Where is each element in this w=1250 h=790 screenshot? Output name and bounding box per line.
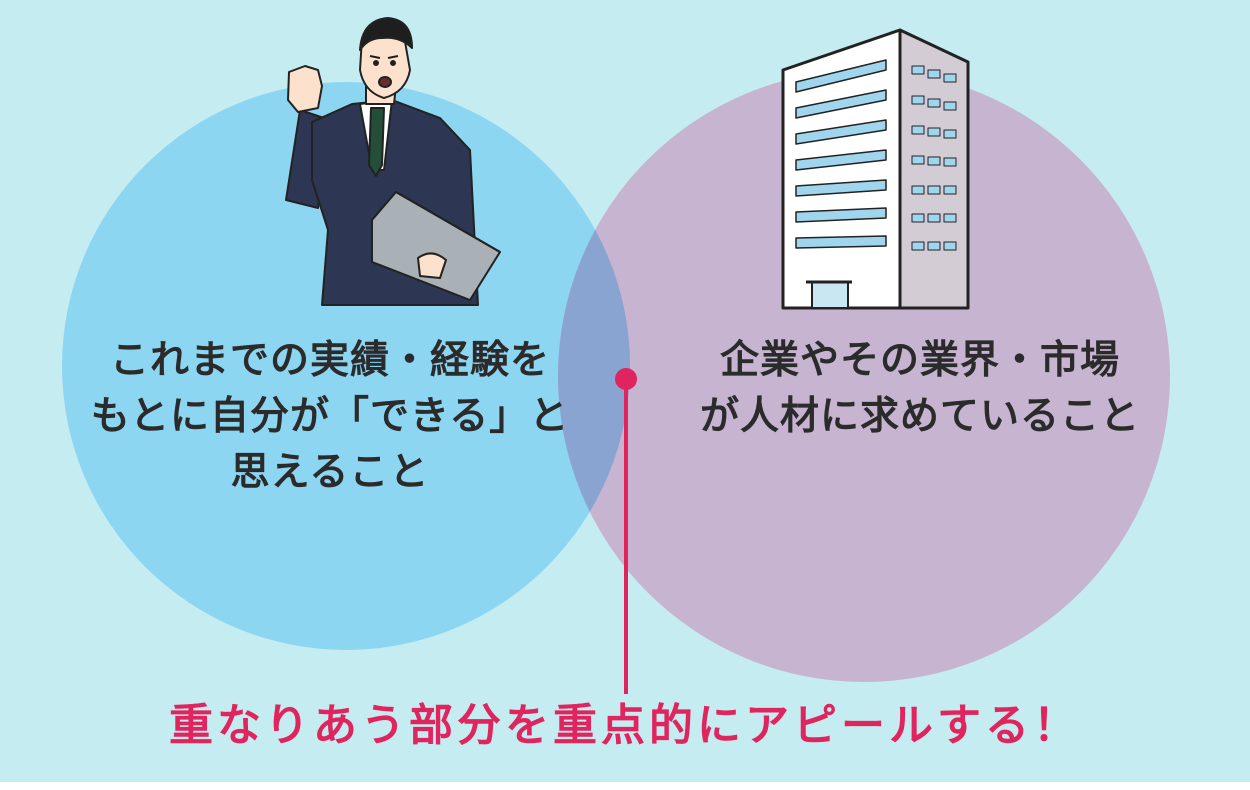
right-label-line-1: 企業やその業界・市場 (719, 338, 1120, 383)
left-circle (62, 82, 630, 650)
left-label-line-2: もとに自分が「できる」と (90, 394, 570, 439)
left-label-line-3: 思えること (230, 450, 430, 495)
office-building-icon (781, 28, 970, 310)
left-circle-label: これまでの実績・経験を もとに自分が「できる」と 思えること (90, 333, 570, 501)
left-label-line-1: これまでの実績・経験を (109, 338, 550, 383)
right-label-line-2: が人材に求めていること (699, 394, 1140, 439)
right-circle (558, 70, 1170, 682)
businessman-icon (285, 17, 501, 306)
overlap-callout-text: 重なりあう部分を重点的にアピールする！ (169, 700, 1081, 751)
callout-dot (615, 368, 637, 390)
right-circle-label: 企業やその業界・市場 が人材に求めていること (690, 333, 1150, 445)
